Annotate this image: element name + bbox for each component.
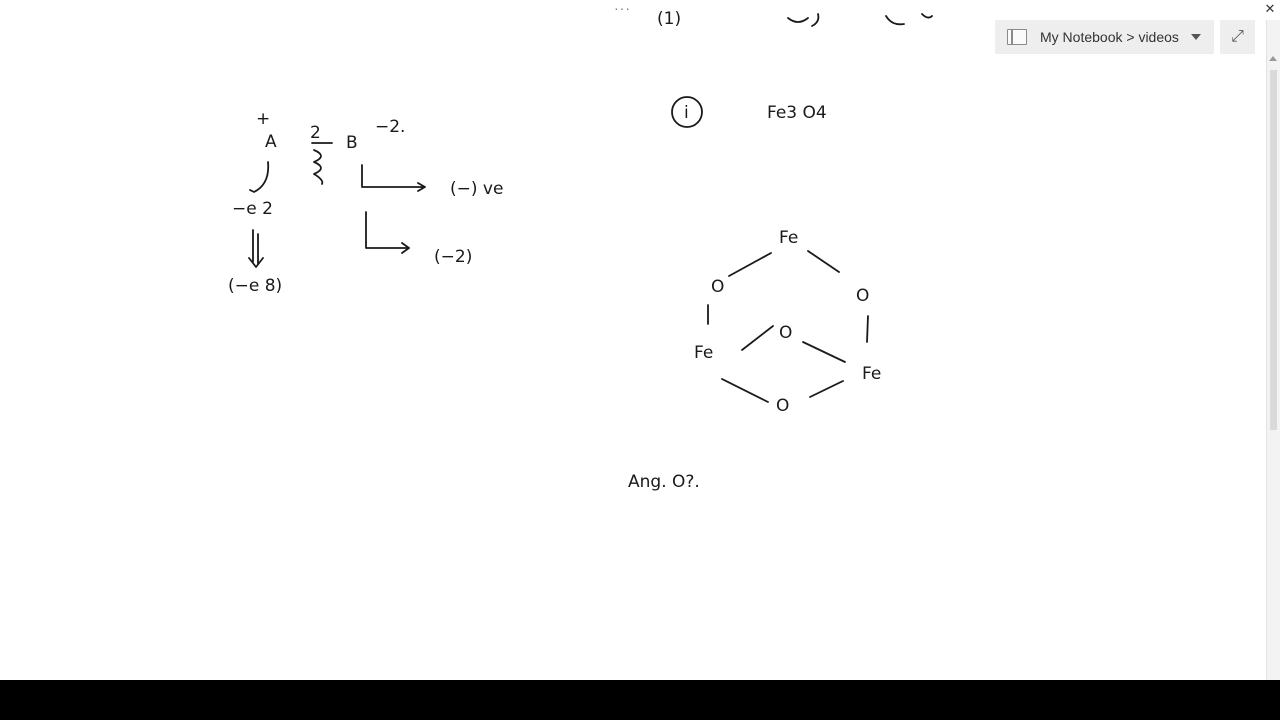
- ink-bond: [802, 341, 846, 363]
- ink-branch-arrow-top: [361, 164, 426, 192]
- ink-fe-left: Fe: [694, 343, 713, 363]
- ink-result-b: (−e 8): [228, 276, 282, 296]
- ink-bond: [741, 325, 774, 351]
- ink-double-arrow: [248, 229, 264, 268]
- ink-plus-sign: +: [256, 109, 270, 129]
- expand-button[interactable]: ⤢: [1220, 20, 1255, 54]
- scroll-thumb[interactable]: [1270, 70, 1277, 430]
- breadcrumb-label: My Notebook > videos: [1040, 29, 1179, 45]
- notebook-breadcrumb[interactable]: My Notebook > videos: [995, 20, 1214, 54]
- ink-negative-ve: (−) ve: [450, 179, 503, 199]
- ink-item-number: i: [684, 103, 689, 123]
- ink-item-circle: [671, 96, 703, 128]
- ink-b-charge: −2.: [375, 117, 405, 137]
- notebook-icon: [1007, 29, 1027, 45]
- ink-bond: [807, 250, 840, 273]
- ink-curved-arrow: [249, 161, 270, 193]
- close-button[interactable]: ✕: [1264, 1, 1276, 16]
- handwriting-layer: (1) + A 2 B −2. −e 2 (−e 8) (−) ve (−2) …: [228, 9, 933, 492]
- ink-squiggle: [313, 149, 324, 185]
- ink-letter-b: B: [346, 133, 358, 153]
- ink-letter-a: A: [265, 132, 277, 152]
- ink-formula: Fe3 O4: [767, 103, 827, 123]
- scroll-up-icon[interactable]: [1269, 56, 1277, 61]
- ink-fe-right: Fe: [862, 364, 881, 384]
- ink-result-a: −e 2: [232, 199, 273, 219]
- bottom-bar: [0, 680, 1280, 720]
- ink-o-center: O: [779, 323, 792, 343]
- ink-o-left: O: [711, 277, 724, 297]
- ink-bond: [809, 380, 844, 398]
- more-options-button[interactable]: ···: [614, 0, 631, 16]
- note-canvas[interactable]: (1) + A 2 B −2. −e 2 (−e 8) (−) ve (−2) …: [0, 0, 1266, 680]
- ink-number-two: 2: [310, 123, 321, 143]
- ink-bond: [721, 378, 769, 403]
- vertical-scrollbar[interactable]: [1266, 20, 1280, 680]
- ink-bond: [866, 315, 869, 343]
- ink-top-fragment: (1): [657, 9, 681, 29]
- ink-answer: Ang. O?.: [628, 472, 700, 492]
- ink-o-right: O: [856, 286, 869, 306]
- ink-negative-two: (−2): [434, 247, 472, 267]
- ink-top-stroke: [787, 13, 820, 27]
- ink-top-stroke: [885, 13, 933, 26]
- ink-fe-top: Fe: [779, 228, 798, 248]
- chevron-down-icon[interactable]: [1190, 34, 1201, 40]
- ink-bond: [728, 252, 772, 277]
- ink-branch-arrow-bottom: [365, 211, 410, 254]
- ink-o-bottom: O: [776, 396, 789, 416]
